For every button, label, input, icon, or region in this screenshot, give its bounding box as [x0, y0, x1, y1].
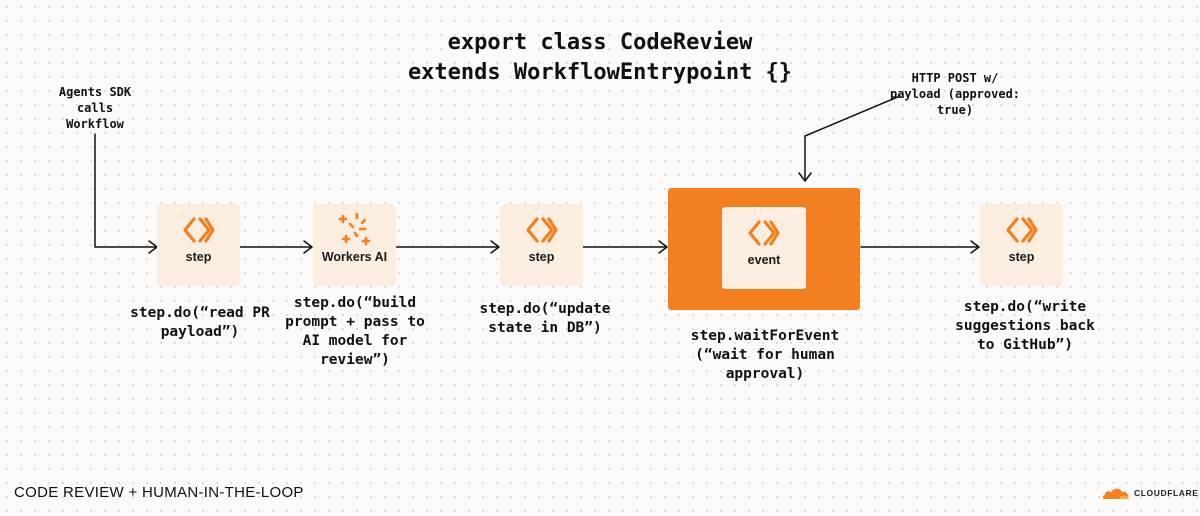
- caption-line: step.do(“read PR: [130, 305, 270, 321]
- http-note-line: HTTP POST w/: [911, 71, 999, 85]
- arrow-event-to-step5-head: [970, 240, 980, 254]
- trigger-note-line: Workflow: [66, 117, 124, 131]
- caption-line: review”): [320, 352, 390, 368]
- http-arrow-head: [798, 172, 812, 182]
- step-node-label: step: [185, 250, 212, 264]
- caption-line: suggestions back: [955, 318, 1095, 334]
- caption-line: AI model for: [302, 333, 408, 349]
- arrow-step3-to-event-head: [658, 240, 668, 254]
- caption-line: approval): [725, 366, 805, 382]
- caption-line: payload”): [160, 324, 240, 340]
- title-line-2: extends WorkflowEntrypoint {}: [407, 60, 793, 85]
- trigger-note-line: calls: [76, 101, 114, 115]
- event-node[interactable]: event: [722, 207, 806, 289]
- http-note-line: true): [936, 103, 974, 117]
- workflow-chevron-icon: [182, 217, 215, 243]
- event-node-label: event: [747, 253, 781, 267]
- trigger-arrow: [94, 133, 157, 248]
- step-node-label: step: [1008, 250, 1035, 264]
- caption-line: to GitHub”): [976, 337, 1074, 353]
- caption-read-pr: step.do(“read PR payload”): [110, 304, 290, 342]
- cloudflare-wordmark: CLOUDFLARE: [1134, 488, 1199, 498]
- workers-ai-node[interactable]: Workers AI: [313, 204, 396, 286]
- caption-line: state in DB”): [488, 320, 602, 336]
- step-node-label: step: [528, 250, 555, 264]
- http-note-line: payload (approved:: [889, 87, 1021, 101]
- caption-line: step.do(“write: [963, 299, 1087, 315]
- workflow-chevron-icon: [525, 217, 558, 243]
- step-node-write-suggestions[interactable]: step: [980, 204, 1063, 286]
- diagram-title: export class CodeReview extends Workflow…: [300, 28, 900, 88]
- title-line-1: export class CodeReview: [447, 30, 753, 55]
- workflow-chevron-icon: [1005, 217, 1038, 243]
- caption-update-state: step.do(“update state in DB”): [460, 300, 630, 338]
- workers-ai-sparkle-icon: [338, 212, 370, 246]
- arrow-step1-to-ai-head: [303, 240, 313, 254]
- caption-build-prompt: step.do(“build prompt + pass to AI model…: [270, 294, 440, 370]
- caption-wait-for-event: step.waitForEvent (“wait for human appro…: [670, 327, 860, 384]
- caption-line: step.waitForEvent: [690, 328, 840, 344]
- http-arrow: [804, 95, 901, 181]
- caption-write-suggestions: step.do(“write suggestions back to GitHu…: [935, 298, 1115, 355]
- workers-ai-label: Workers AI: [321, 250, 388, 264]
- caption-line: step.do(“build: [293, 295, 417, 311]
- cloudflare-logo: CLOUDFLARE: [1102, 486, 1199, 500]
- footer-label: CODE REVIEW + HUMAN-IN-THE-LOOP: [14, 484, 304, 501]
- workflow-chevron-icon: [748, 220, 780, 246]
- step-node-update-state[interactable]: step: [500, 204, 583, 286]
- arrow-ai-to-step3-head: [490, 240, 500, 254]
- caption-line: (“wait for human: [695, 347, 835, 363]
- step-node-read-pr[interactable]: step: [157, 204, 240, 286]
- cloudflare-cloud-icon: [1102, 488, 1129, 499]
- http-post-note: HTTP POST w/ payload (approved: true): [880, 70, 1030, 118]
- trigger-note-line: Agents SDK: [58, 85, 132, 99]
- trigger-note: Agents SDK calls Workflow: [40, 84, 150, 132]
- caption-line: prompt + pass to: [285, 314, 425, 330]
- caption-line: step.do(“update: [479, 301, 611, 317]
